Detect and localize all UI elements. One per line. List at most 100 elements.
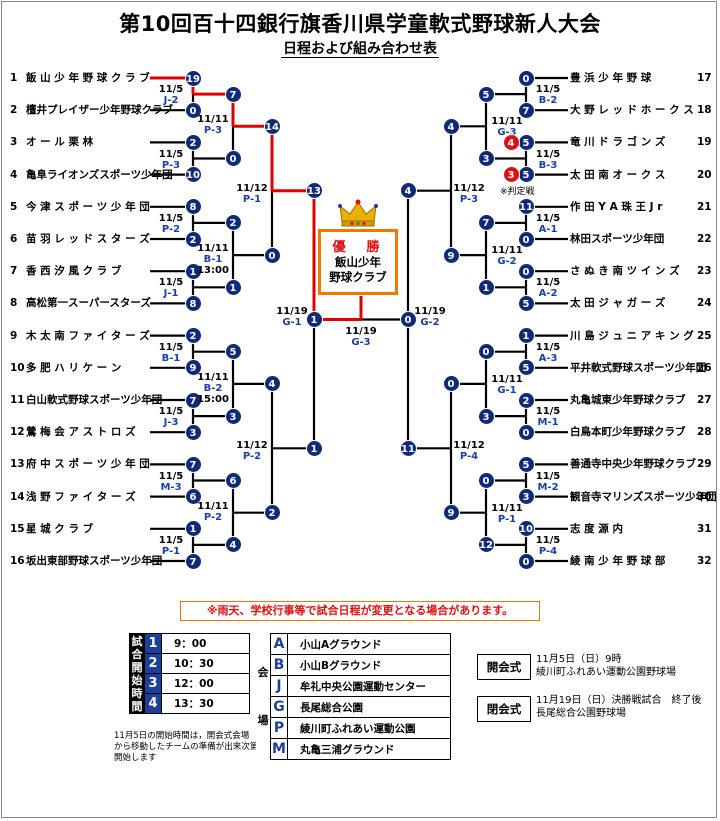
team-number: 26 bbox=[697, 361, 712, 374]
match-date: 11/11 bbox=[491, 502, 523, 514]
match-date: 11/12 bbox=[453, 182, 485, 194]
team-name: 府 中 ス ポ ー ツ 少 年 団 bbox=[26, 458, 150, 471]
score-ball: 8 bbox=[184, 198, 202, 216]
venue-name-g: 長尾総合公園 bbox=[287, 696, 451, 718]
team-name: 星 城 ク ラ ブ bbox=[26, 522, 94, 535]
score-ball: 5 bbox=[517, 294, 535, 312]
team-number: 18 bbox=[697, 104, 712, 117]
team-number: 32 bbox=[697, 555, 712, 567]
venue-key-a: A bbox=[270, 633, 288, 655]
team-number: 13 bbox=[10, 458, 25, 471]
venue-name-j: 牟礼中央公園運動センター bbox=[287, 675, 451, 697]
time-key-2: 2 bbox=[144, 653, 162, 674]
start-time-header-text: 試合開始時間 bbox=[131, 634, 143, 713]
team-name: 坂出東部野球スポーツ少年団 bbox=[26, 555, 163, 567]
team-name: オ ー ル 栗 林 bbox=[26, 136, 94, 149]
match-date: 11/5 bbox=[158, 406, 184, 418]
match-code: B-2 bbox=[538, 95, 558, 107]
score-ball: 5 bbox=[517, 133, 535, 151]
venue-key-m: M bbox=[270, 738, 288, 760]
score-ball: 9 bbox=[442, 504, 460, 522]
score-ball: 3 bbox=[184, 423, 202, 441]
score-ball: 0 bbox=[517, 69, 535, 87]
tiebreak-score-ball: 4 bbox=[502, 133, 520, 151]
time-value-2: 10：30 bbox=[161, 653, 250, 674]
score-ball: 13 bbox=[305, 182, 323, 200]
match-code: G-1 bbox=[497, 384, 517, 396]
team-name: 浅 野 フ ァ イ タ ー ズ bbox=[26, 490, 136, 503]
team-name: 観音寺マリンズスポーツ少年団 bbox=[570, 490, 717, 503]
match-code: A-2 bbox=[538, 288, 558, 300]
champion-team-line2: 野球クラブ bbox=[329, 270, 387, 284]
score-ball: 1 bbox=[305, 311, 323, 328]
team-name: 善通寺中央少年野球クラブ bbox=[570, 458, 696, 471]
match-code: P-3 bbox=[161, 159, 181, 171]
match-time: 13:00 bbox=[197, 265, 229, 277]
match-code: B-3 bbox=[538, 159, 558, 171]
score-ball: 11 bbox=[517, 198, 535, 216]
match-date: 11/5 bbox=[158, 84, 184, 96]
match-date: 11/5 bbox=[158, 277, 184, 289]
match-code: P-3 bbox=[203, 125, 223, 137]
score-ball: 4 bbox=[442, 117, 460, 135]
score-ball: 0 bbox=[442, 375, 460, 393]
score-ball: 14 bbox=[263, 117, 281, 135]
team-number: 8 bbox=[10, 297, 18, 310]
match-date: 11/5 bbox=[535, 212, 561, 224]
match-code: G-2 bbox=[420, 316, 440, 328]
team-number: 4 bbox=[10, 168, 18, 181]
match-date: 11/5 bbox=[535, 470, 561, 482]
match-date: 11/19 bbox=[276, 305, 308, 317]
score-ball: 6 bbox=[184, 488, 202, 506]
match-date: 11/11 bbox=[491, 373, 523, 385]
score-ball: 0 bbox=[517, 423, 535, 441]
match-code: B-1 bbox=[203, 254, 223, 266]
team-number: 28 bbox=[697, 426, 712, 439]
match-code: A-3 bbox=[538, 352, 558, 364]
match-date: 11/11 bbox=[491, 245, 523, 257]
match-date: 11/12 bbox=[236, 182, 268, 194]
score-ball: 1 bbox=[305, 439, 323, 457]
match-date: 11/11 bbox=[197, 114, 229, 126]
time-key-4: 4 bbox=[144, 693, 162, 714]
score-ball: 6 bbox=[224, 472, 242, 489]
team-name: 木 太 南 フ ァ イ タ ー ズ bbox=[26, 329, 150, 342]
score-ball: 7 bbox=[184, 391, 202, 409]
team-name: 志 度 源 内 bbox=[570, 522, 623, 535]
score-ball: 0 bbox=[517, 262, 535, 280]
time-key-1: 1 bbox=[144, 633, 162, 654]
match-code: P-2 bbox=[161, 223, 181, 235]
score-ball: 0 bbox=[517, 230, 535, 248]
page-title: 第10回百十四銀行旗香川県学童軟式野球新人大会 bbox=[119, 12, 601, 36]
team-number: 5 bbox=[10, 200, 18, 213]
match-code: G-3 bbox=[351, 336, 371, 348]
score-ball: 9 bbox=[442, 246, 460, 264]
team-name: 丸亀城東少年野球クラブ bbox=[570, 394, 686, 406]
team-number: 29 bbox=[697, 458, 712, 471]
score-ball: 0 bbox=[517, 552, 535, 570]
team-name: 白山軟式野球スポーツ少年団 bbox=[26, 394, 163, 406]
venue-name-b: 小山Bグラウンド bbox=[287, 654, 451, 676]
score-ball: 4 bbox=[224, 536, 242, 554]
venue-key-g: G bbox=[270, 696, 288, 718]
score-ball: 1 bbox=[184, 520, 202, 538]
score-ball: 0 bbox=[477, 472, 495, 489]
venue-key-j: J bbox=[270, 675, 288, 697]
score-ball: 0 bbox=[263, 246, 281, 264]
team-name: 檀井プレイザー少年野球クラブ bbox=[26, 104, 173, 117]
match-date: 11/11 bbox=[197, 243, 229, 255]
team-number: 24 bbox=[697, 297, 712, 310]
team-name: さ ぬ き 南 ツ イ ン ズ bbox=[570, 265, 680, 278]
match-code: P-1 bbox=[497, 513, 517, 525]
